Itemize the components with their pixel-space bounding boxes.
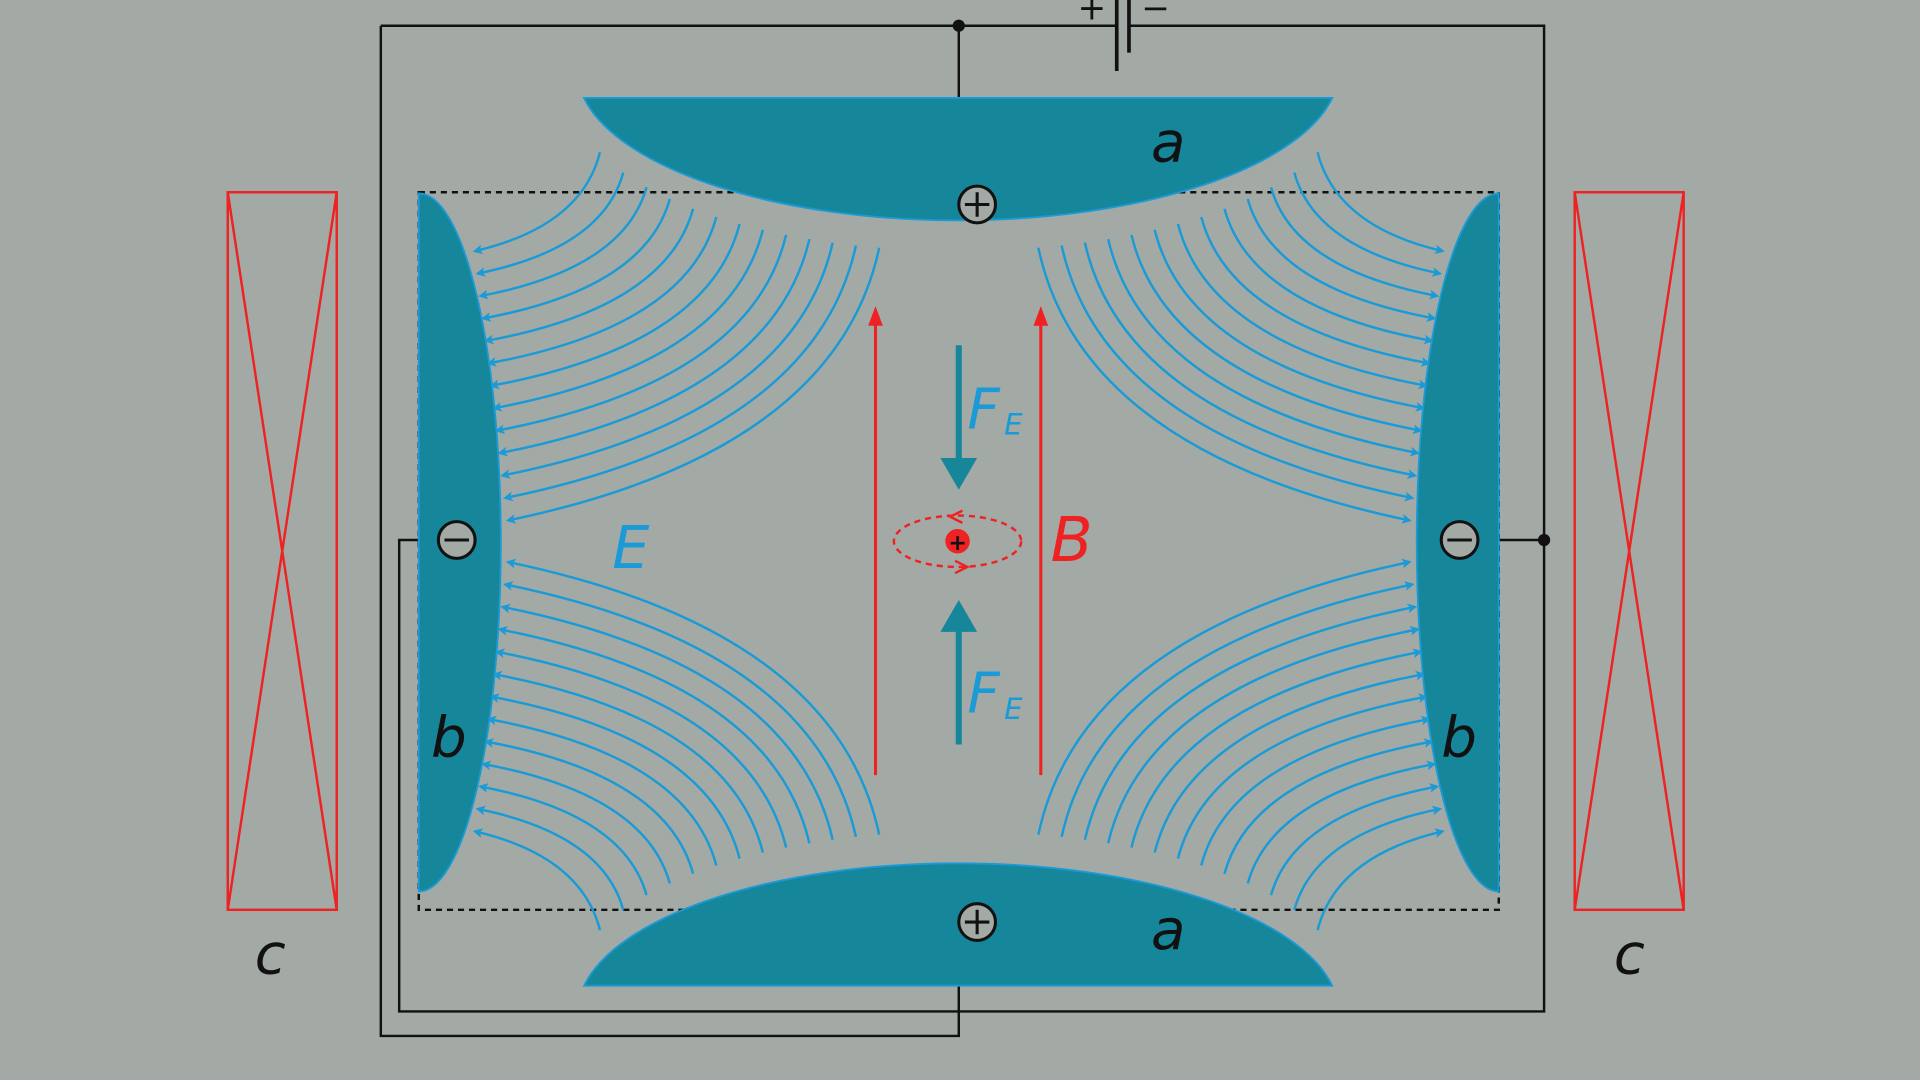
force-label-top-subscript: E: [1004, 408, 1023, 442]
junction-dot: [952, 19, 965, 32]
field-line: [1293, 805, 1443, 911]
field-line: [478, 186, 648, 300]
circuit-wires: [379, 24, 1546, 1038]
junction-dot: [1537, 533, 1551, 547]
field-line: [478, 783, 648, 896]
electric-field-label: E: [612, 513, 650, 582]
force-label-bottom: F: [967, 662, 1001, 727]
field-line: [494, 648, 788, 848]
field-line: [472, 151, 602, 255]
magnetic-field-label: B: [1051, 505, 1093, 576]
field-line: [1316, 828, 1445, 931]
magnetic-arrowhead-icon: [1033, 306, 1049, 326]
field-line: [1176, 693, 1429, 859]
field-line: [1200, 216, 1432, 367]
electrode-b-right-label: b: [1441, 706, 1477, 771]
field-line: [1176, 223, 1429, 390]
field-line: [1153, 670, 1426, 853]
field-line: [483, 208, 695, 345]
field-line: [505, 558, 881, 835]
field-line: [500, 242, 834, 479]
field-line: [1083, 603, 1418, 841]
plus-charge-icon: [957, 184, 998, 225]
field-line: [500, 603, 834, 841]
coil-right-label: c: [1614, 922, 1645, 987]
field-line: [486, 216, 718, 367]
field-line: [1130, 648, 1423, 848]
field-line: [1060, 581, 1415, 838]
particle-orbit: [892, 514, 1023, 569]
positive-particle: [945, 528, 970, 554]
orbit-arrow-icon: [947, 509, 963, 524]
coil-left: [226, 191, 338, 912]
field-line: [1269, 783, 1440, 896]
field-line: [491, 229, 765, 412]
field-line: [1106, 238, 1421, 457]
field-line: [489, 223, 741, 390]
coil-right: [1573, 191, 1685, 912]
field-line: [472, 828, 602, 931]
force-arrowhead-icon: [940, 600, 978, 632]
field-line: [503, 245, 858, 502]
field-line: [475, 805, 625, 911]
field-line: [1200, 715, 1432, 866]
particle-charge-sign: +: [948, 531, 966, 556]
field-line: [1223, 738, 1434, 875]
field-line: [1130, 234, 1423, 435]
field-line: [1106, 625, 1421, 844]
electrode-a-top-label: a: [1151, 111, 1186, 176]
plus-charge-icon: [957, 902, 998, 942]
field-line: [483, 738, 695, 875]
field-line: [1037, 558, 1412, 835]
electric-field-lines: [472, 151, 1445, 931]
electrode-a-bottom-label: a: [1151, 898, 1186, 963]
field-line: [1223, 208, 1434, 345]
electrode-b-left-label: b: [431, 706, 467, 771]
field-line: [480, 760, 671, 884]
magnetic-arrowhead-icon: [868, 306, 883, 326]
force-label-bottom-subscript: E: [1004, 692, 1023, 726]
field-line: [1293, 172, 1443, 277]
field-line: [497, 238, 811, 457]
field-line: [1269, 186, 1440, 300]
field-line: [494, 234, 788, 435]
minus-charge-icon: [1439, 520, 1480, 560]
field-line: [1060, 245, 1415, 502]
battery-minus-sign: −: [1141, 0, 1170, 29]
force-label-top: F: [967, 378, 1001, 443]
field-line: [505, 247, 881, 524]
field-line: [486, 715, 718, 866]
minus-charge-icon: [436, 520, 477, 560]
field-line: [497, 625, 811, 844]
coil-left-label: c: [255, 922, 286, 987]
field-line: [1083, 242, 1418, 479]
field-line: [1246, 760, 1437, 884]
battery-plus-sign: +: [1078, 0, 1107, 29]
force-arrowhead-icon: [940, 457, 978, 490]
field-line: [489, 693, 741, 859]
field-line: [480, 198, 671, 322]
battery: [1114, 0, 1131, 72]
field-line: [475, 172, 625, 277]
field-line: [1153, 229, 1426, 412]
field-line: [1316, 151, 1445, 255]
field-line: [1246, 198, 1437, 322]
field-line: [1037, 247, 1412, 524]
field-line: [491, 670, 765, 853]
orbit-arrow-icon: [954, 559, 971, 575]
field-line: [503, 581, 858, 838]
